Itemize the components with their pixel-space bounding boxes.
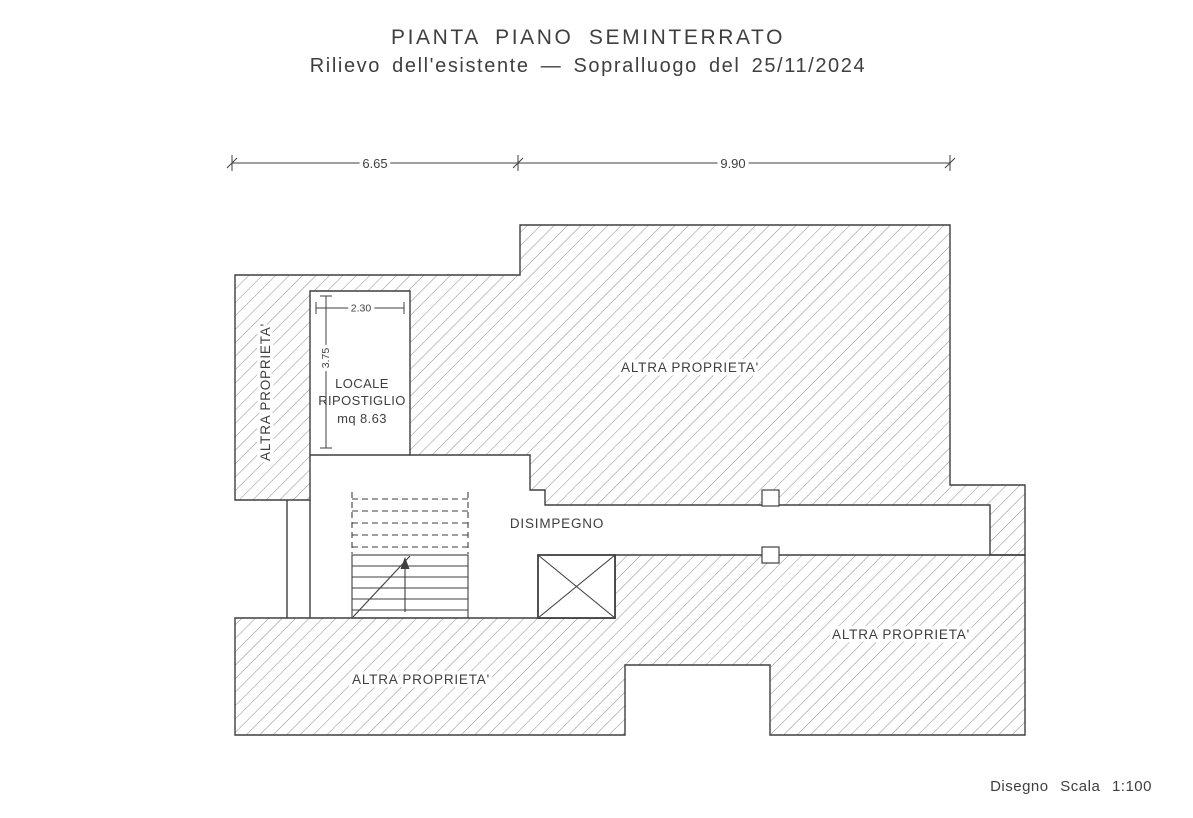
storage-name-line1: LOCALE: [335, 376, 389, 391]
storage-name-line2: RIPOSTIGLIO: [318, 393, 405, 408]
upper-flight-dashed: [351, 492, 469, 554]
region-bottom-other-property: [234, 554, 1026, 736]
storage-area: mq 8.63: [337, 411, 387, 426]
dimension-9-90: 9.90: [720, 156, 745, 171]
dimension-6-65: 6.65: [362, 156, 387, 171]
page-subtitle: Rilievo dell'esistente — Sopralluogo del…: [310, 55, 866, 77]
label-other-property-top-right: ALTRA PROPRIETA': [621, 360, 759, 375]
lower-flight: [351, 554, 469, 619]
elevator-shaft: [537, 554, 616, 619]
corridor-jambs: [761, 489, 780, 564]
scale-note: Disegno Scala 1:100: [990, 778, 1152, 795]
hatched-regions: [234, 224, 1026, 736]
stair-direction-arrow: [400, 557, 410, 612]
label-other-property-bottom-left: ALTRA PROPRIETA': [352, 672, 490, 687]
label-other-property-bottom-right: ALTRA PROPRIETA': [832, 627, 970, 642]
label-other-property-left: ALTRA PROPRIETA': [258, 323, 273, 461]
staircase: [351, 492, 469, 619]
region-upper-other-property: [234, 224, 1026, 556]
drawing-header: PIANTA PIANO SEMINTERRATO Rilievo dell'e…: [310, 26, 866, 77]
jamb-bottom: [761, 546, 780, 564]
top-dimension-chain: 6.65 9.90: [226, 153, 956, 175]
label-hallway: DISIMPEGNO: [510, 516, 604, 531]
label-storage-room: LOCALE RIPOSTIGLIO mq 8.63: [318, 376, 405, 426]
stair-break-line: [352, 555, 411, 618]
plan-labels: ALTRA PROPRIETA' ALTRA PROPRIETA' ALTRA …: [255, 320, 973, 691]
shaft-cross-line: [537, 554, 616, 619]
page-title: PIANTA PIANO SEMINTERRATO: [391, 26, 785, 49]
dimension-2-30: 2.30: [351, 303, 372, 315]
stair-compartment-walls: [286, 500, 311, 618]
dimension-3-75: 3.75: [320, 348, 332, 369]
storage-room-dimensions: 2.30 3.75: [315, 295, 405, 449]
jamb-top: [761, 489, 780, 507]
